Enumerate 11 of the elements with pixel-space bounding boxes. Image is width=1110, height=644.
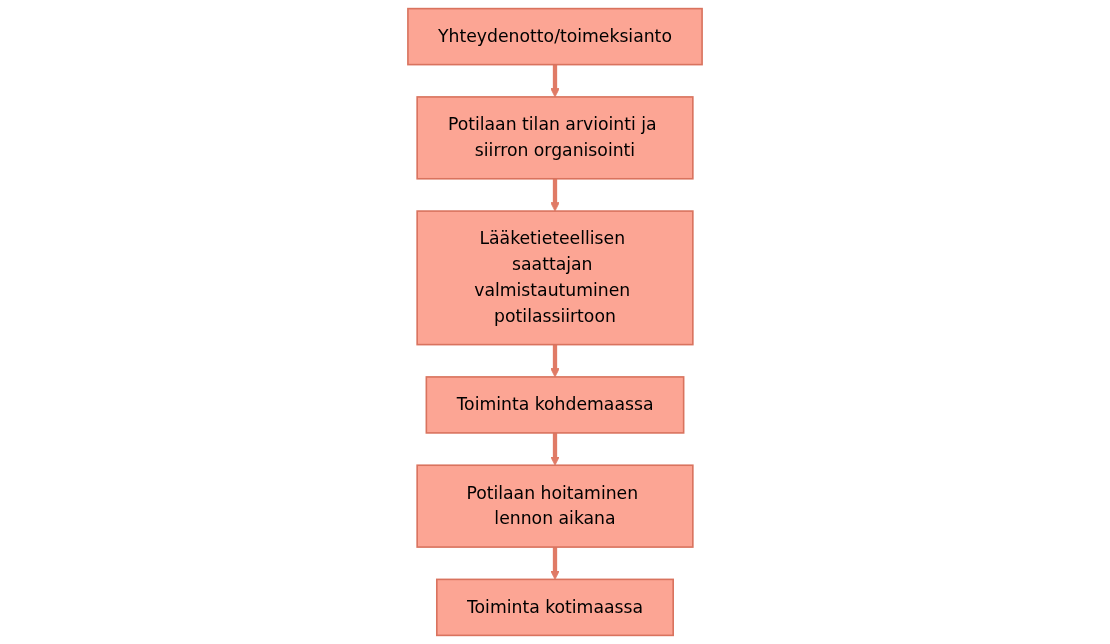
node-box: Potilaan tilan arviointi ja siirron organisointi — [416, 96, 694, 180]
arrow — [550, 178, 560, 212]
node-box: Toiminta kohdemaassa — [425, 376, 685, 434]
arrow — [550, 64, 560, 98]
arrow — [550, 432, 560, 466]
node-box: Toiminta kotimaassa — [436, 578, 674, 637]
arrow — [550, 547, 560, 580]
arrow — [550, 344, 560, 378]
node-box: Potilaan hoitaminen lennon aikana — [416, 464, 694, 548]
node-box: Yhteydenotto/toimeksianto — [407, 7, 703, 66]
node-box: Lääketieteellisen saattajan valmistautuminen potilassiirtoon — [416, 210, 694, 346]
